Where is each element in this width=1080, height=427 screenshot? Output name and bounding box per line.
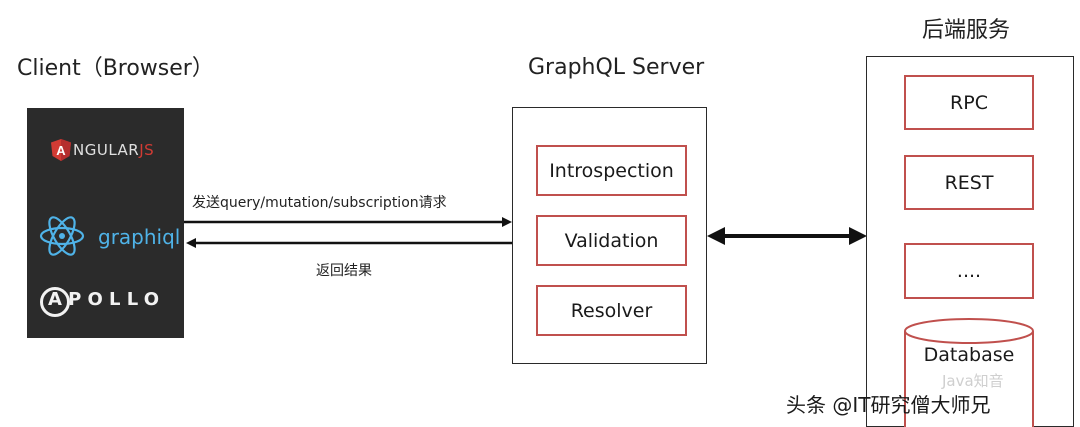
angularjs-logo: NGULARJS	[73, 141, 154, 159]
response-label: 返回结果	[316, 263, 372, 279]
angularjs-shield-icon: A	[51, 139, 71, 161]
request-arrowhead	[502, 217, 512, 227]
server-stage-validation: Validation	[536, 215, 687, 266]
server-heading: GraphQL Server	[528, 55, 705, 80]
server-backend-arrow	[707, 227, 867, 245]
backend-heading: 后端服务	[922, 18, 1011, 43]
client-server-arrows	[184, 217, 512, 248]
watermark-java: Java知音	[942, 372, 1004, 390]
request-label: 发送query/mutation/subscription请求	[192, 195, 447, 211]
server-stage-introspection: Introspection	[536, 145, 687, 196]
response-arrowhead	[186, 238, 196, 248]
backend-item-rpc: RPC	[904, 75, 1034, 130]
database-cylinder-icon	[904, 318, 1034, 427]
angularjs-logo-main: NGULAR	[73, 141, 140, 159]
graphiql-logo-text: graphiql	[98, 225, 181, 249]
graphiql-atom-icon	[39, 216, 85, 256]
client-browser-panel: A NGULARJS graphiql APOLLO	[27, 108, 184, 338]
watermark-toutiao: 头条 @IT研究僧大师兄	[786, 393, 991, 417]
angularjs-logo-accent: JS	[139, 141, 155, 159]
apollo-circle-icon	[40, 287, 70, 317]
backend-item-ellipsis: ....	[904, 243, 1034, 299]
backend-item-database: Database	[923, 344, 1015, 366]
client-heading: Client（Browser）	[17, 56, 214, 81]
backend-item-rest: REST	[904, 155, 1034, 210]
apollo-logo-text: APOLLO	[48, 289, 166, 310]
server-stage-resolver: Resolver	[536, 285, 687, 336]
angularjs-badge-letter: A	[56, 143, 66, 158]
